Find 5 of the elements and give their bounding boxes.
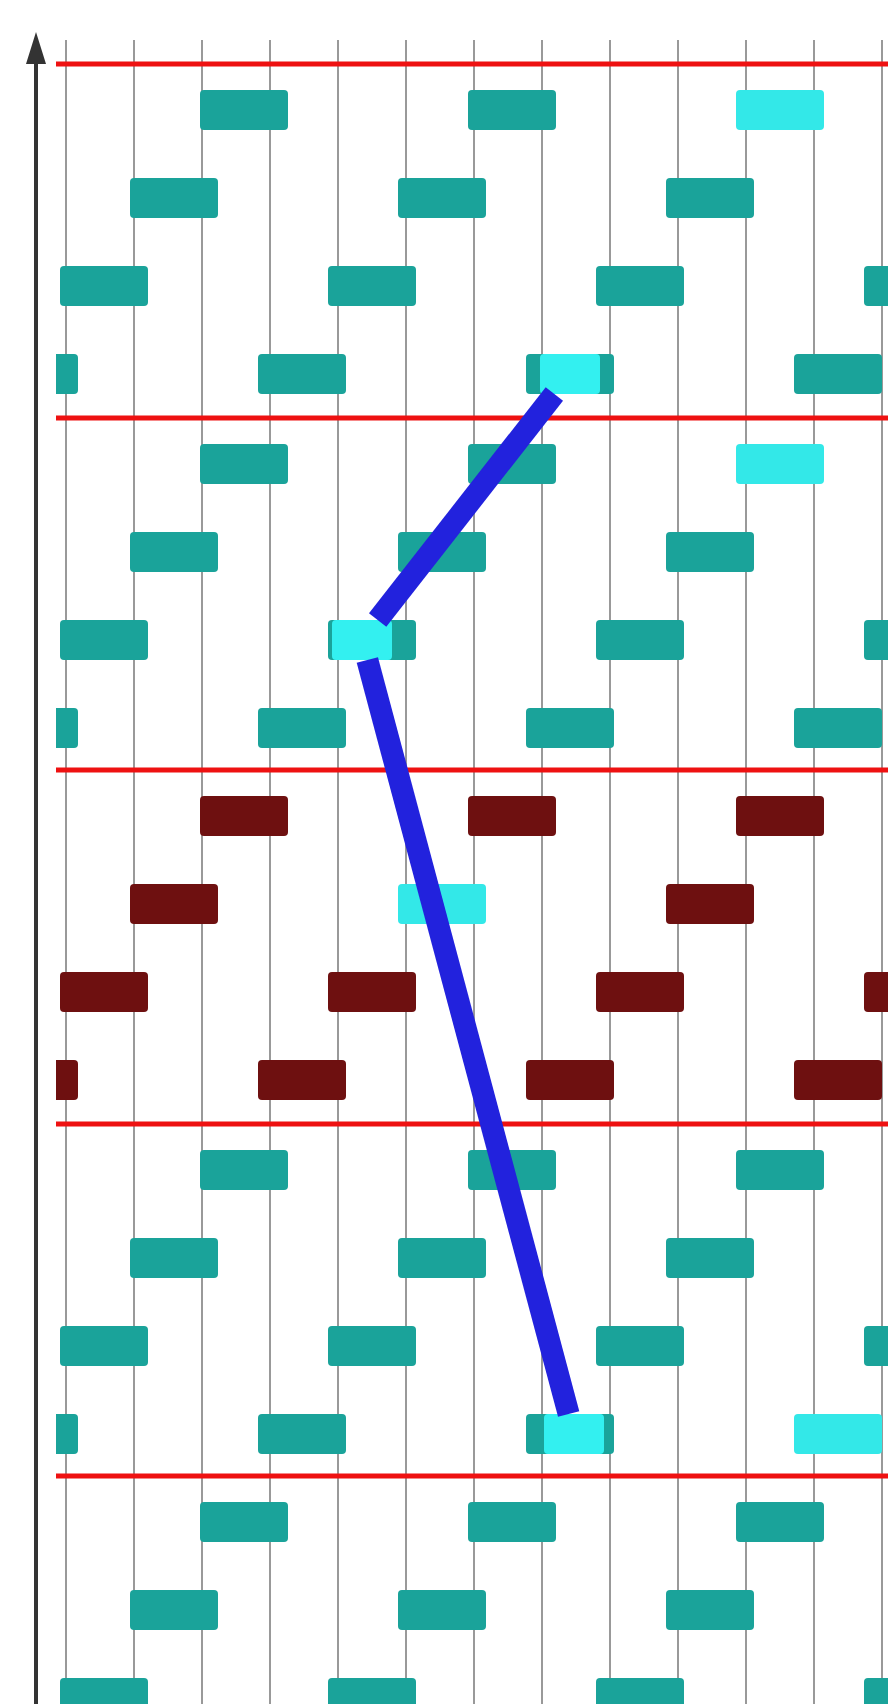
highlighted-slot [332, 620, 392, 660]
connector-line [356, 657, 580, 1417]
highlighted-slot [544, 1414, 604, 1454]
highlighted-slot [540, 354, 600, 394]
connector-line [368, 387, 564, 627]
